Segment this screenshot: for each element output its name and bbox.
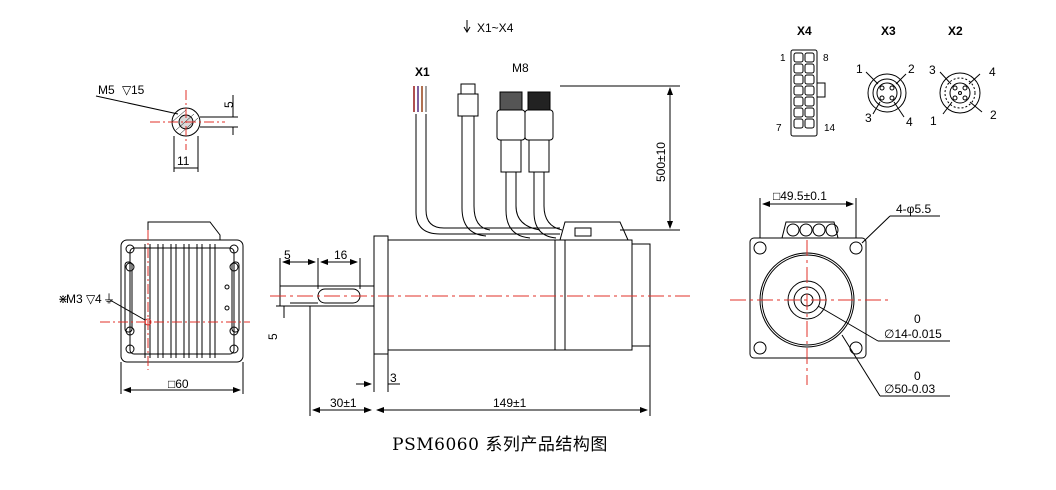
x4-pin-tr: 8	[823, 53, 829, 64]
shaft-end-detail	[95, 90, 238, 172]
x3-pin-3: 3	[865, 111, 872, 125]
thread-label: M5	[98, 83, 115, 97]
cable-length-dim: 500±10	[654, 142, 668, 182]
x4-pin-bl: 7	[776, 123, 782, 134]
ground-symbol: ⏚	[103, 292, 115, 306]
rear-hole-depth: 4	[95, 292, 102, 306]
x3-pin-4: 4	[906, 115, 913, 129]
x3-connector	[865, 71, 907, 118]
x2-pin-1: 1	[930, 114, 937, 128]
rear-hole-symbol: ⋇	[58, 292, 68, 306]
x3-label: X3	[881, 24, 896, 38]
x4-label: X4	[797, 24, 812, 38]
x4-connector	[790, 49, 826, 137]
rear-view	[100, 221, 250, 394]
x1-x4-label: X1~X4	[477, 21, 514, 35]
x4-pin-tl: 1	[780, 53, 786, 64]
connector-range-label: X1~X4	[463, 20, 514, 35]
x4-pin-br: 14	[824, 123, 836, 134]
key-length-dim: 16	[334, 248, 348, 262]
shaft-total-dim: 30±1	[330, 396, 357, 410]
thread-depth-symbol: ▽	[122, 83, 132, 97]
x2-pin-3: 3	[929, 63, 936, 77]
x2-pin-2: 2	[990, 108, 997, 122]
x2-connector	[939, 71, 983, 115]
flange-step-dim: 3	[390, 371, 397, 385]
side-view	[270, 221, 690, 416]
drawing-caption: PSM6060 系列产品结构图	[392, 435, 608, 455]
pilot-dia-dim: ∅50-0.03	[884, 382, 935, 396]
shaft-length-dim: 5	[284, 248, 291, 262]
rear-size-label: □60	[168, 377, 189, 391]
x3-pin-1: 1	[856, 62, 863, 76]
shaft-width-dim: 11	[177, 154, 190, 168]
shaft-flat-dim: 5	[222, 101, 236, 108]
mount-holes-dim: 4-φ5.5	[896, 202, 931, 216]
x1-label: X1	[415, 65, 430, 79]
x3-pin-2: 2	[908, 62, 915, 76]
rear-hole-depth-symbol: ▽	[86, 292, 96, 306]
thread-depth: 15	[131, 83, 145, 97]
pcd-dim: □49.5±0.1	[773, 189, 827, 203]
shaft-dia-dim: ∅14-0.015	[884, 327, 942, 341]
x2-label: X2	[948, 24, 963, 38]
body-length-dim: 149±1	[493, 396, 527, 410]
rear-hole-label: M3	[66, 292, 83, 306]
pilot-tol-upper: 0	[914, 369, 921, 383]
cable-assembly	[413, 83, 680, 239]
m8-label: M8	[512, 61, 529, 75]
x2-pin-4: 4	[989, 65, 996, 79]
front-view	[730, 198, 950, 397]
key-height-dim: 5	[266, 333, 280, 340]
shaft-tol-upper: 0	[914, 312, 921, 326]
